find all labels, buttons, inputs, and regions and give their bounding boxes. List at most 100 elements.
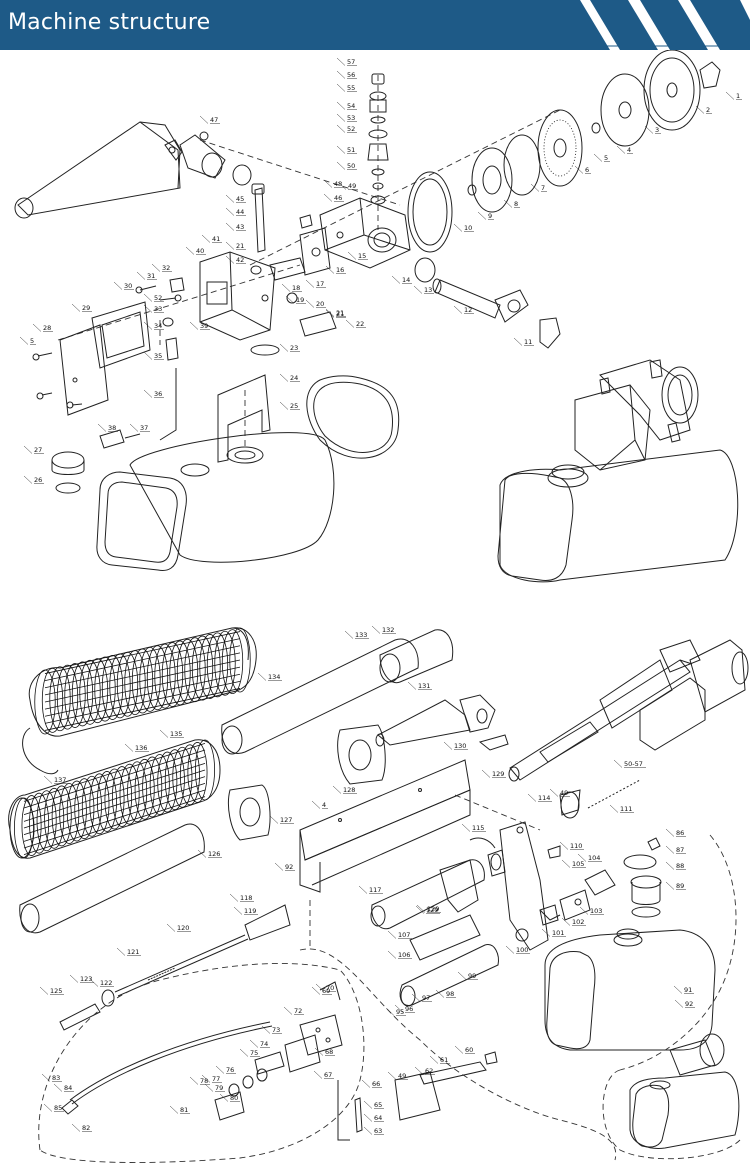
tube-parts [19, 629, 454, 934]
mesh-ring [64, 663, 86, 728]
callout-leader-line [201, 1074, 211, 1083]
part-number-label: 95 [396, 1008, 404, 1016]
callout-leader-line [19, 336, 29, 345]
fitting-parts-left [250, 183, 337, 337]
mesh-ring [74, 778, 95, 840]
mesh-ring [59, 783, 80, 844]
part-number-label: 1 [736, 92, 740, 100]
callout-leader-line [593, 153, 603, 162]
part-number-label: 7 [541, 184, 545, 192]
mesh-ring [49, 666, 71, 732]
part-number-label: 26 [34, 476, 42, 484]
mesh-ring [149, 754, 170, 815]
callout-leader-line [358, 885, 368, 894]
callout-leader-line [97, 423, 107, 432]
part-number-label: 79 [215, 1084, 223, 1092]
part-number-label: 135 [170, 730, 182, 738]
part-number-label: 50 [347, 162, 355, 170]
callout-leader-line [387, 930, 397, 939]
part-number-label: 74 [260, 1040, 268, 1048]
callout-leader-line [453, 305, 463, 314]
callout-leader-line [215, 1065, 225, 1074]
callout-leader-line [559, 841, 569, 850]
callout-leader-line [435, 989, 445, 998]
mesh-strand [44, 638, 241, 682]
callout-leader-line [336, 161, 346, 170]
part-number-label: 98 [446, 990, 454, 998]
exhaust-cone-part [14, 121, 252, 219]
header-stripe [690, 0, 750, 50]
part-number-label: 131 [418, 682, 430, 690]
part-number-label: 110 [570, 842, 582, 850]
mesh-ring [96, 771, 117, 832]
part-number-label: 25 [290, 402, 298, 410]
mesh-strand [44, 666, 241, 710]
part-number-label: 21 [336, 310, 344, 318]
part-number-label: 129 [427, 905, 439, 913]
assembled-sprayer-bottom [629, 1033, 740, 1149]
mesh-strand [44, 680, 241, 724]
callout-leader-line [363, 1113, 373, 1122]
pump-small-parts [487, 779, 641, 926]
mesh-ring [36, 790, 57, 852]
mesh-ring [109, 653, 131, 719]
part-number-label: 81 [180, 1106, 188, 1114]
part-number-label: 86 [676, 829, 684, 837]
callout-leader-line [199, 115, 209, 124]
mesh-ring [142, 756, 163, 818]
mesh-ring [157, 751, 178, 813]
exploded-parts-diagram: 1234567891011121314151617181920212223242… [8, 50, 749, 1163]
part-number-label: 63 [374, 1127, 382, 1135]
callout-leader-line [416, 904, 426, 913]
part-number-label: 126 [208, 850, 220, 858]
part-number-label: 24 [290, 374, 298, 382]
part-number-label: 87 [676, 846, 684, 854]
part-number-label: 8 [514, 200, 518, 208]
callout-leader-line [609, 804, 619, 813]
callout-leader-line [313, 1070, 323, 1079]
part-number-label: 42 [236, 256, 244, 264]
callout-leader-line [347, 251, 357, 260]
callout-leader-line [69, 974, 79, 983]
part-number-label: 19 [296, 296, 304, 304]
part-number-label: 132 [382, 626, 394, 634]
callout-leader-line [124, 743, 134, 752]
callout-leader-line [325, 265, 335, 274]
callout-leader-line [577, 853, 587, 862]
callout-leader-line [336, 70, 346, 79]
part-number-label: 20 [316, 300, 324, 308]
part-number-label: 43 [236, 223, 244, 231]
part-number-label: 78 [200, 1077, 208, 1085]
mesh-strand [23, 789, 206, 849]
part-number-label: 80 [230, 1094, 238, 1102]
clamp-ring-137 [22, 727, 59, 775]
callout-leader-line [387, 1071, 397, 1080]
mesh-tube-135 [8, 739, 221, 859]
part-number-label: 103 [590, 907, 602, 915]
callout-leader-line [394, 1004, 404, 1013]
callout-leader-line [323, 179, 333, 188]
frame-128 [299, 759, 471, 893]
callout-leader-line [415, 905, 425, 914]
mesh-ring [191, 635, 214, 701]
part-number-label: 49 [560, 789, 568, 797]
mesh-ring [51, 785, 72, 847]
callout-leader-line [225, 241, 235, 250]
callout-leader-line [129, 423, 139, 432]
callout-leader-line [39, 986, 49, 995]
part-number-label: 5 [30, 337, 34, 345]
part-number-label: 76 [226, 1066, 234, 1074]
callout-leader-line [311, 800, 321, 809]
callout-leader-line [225, 255, 235, 264]
mesh-strand [44, 659, 241, 703]
mesh-ring [172, 746, 193, 808]
part-number-label: 65 [374, 1101, 382, 1109]
pull-rod-120 [59, 904, 291, 1031]
part-number-label: 75 [250, 1049, 258, 1057]
part-number-label: 52 [154, 294, 162, 302]
part-number-label: 31 [147, 272, 155, 280]
callout-leader-line [549, 788, 559, 797]
mesh-ring [124, 650, 146, 716]
mesh-strand [23, 782, 206, 842]
